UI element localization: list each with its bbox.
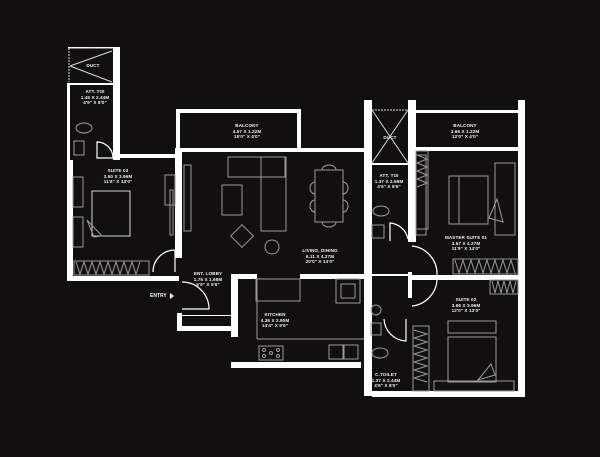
room-label-ent-lobby: ENT. LOBBY 1.75 X 1.68M 5'9" X 5'6" bbox=[194, 271, 223, 288]
walls bbox=[67, 47, 525, 397]
room-name: DUCT bbox=[86, 63, 100, 68]
room-label-suite-03: SUITE 03 3.50 X 3.96M 11'6" X 13'0" bbox=[104, 168, 133, 185]
room-metric: 4.36 X 2.90M bbox=[260, 317, 290, 323]
room-imperial: 4'9" X 8'0" bbox=[83, 100, 107, 106]
room-label-master-suite-01: MASTER SUITE 01 3.57 X 4.27M 11'9" X 14'… bbox=[445, 235, 487, 252]
room-imperial: 11'6" X 13'0" bbox=[103, 179, 133, 185]
room-name: DUCT bbox=[383, 135, 397, 140]
room-imperial: 11'9" X 14'0" bbox=[451, 246, 481, 252]
entry-label: ENTRY bbox=[150, 293, 167, 299]
room-imperial: 4'6" X 8'0" bbox=[374, 383, 398, 389]
room-metric: 6.11 X 4.27M bbox=[305, 253, 335, 259]
living-furniture bbox=[183, 156, 349, 255]
master-suite-furniture bbox=[415, 154, 519, 275]
kitchen-furniture bbox=[255, 278, 364, 361]
room-metric: 3.57 X 4.27M bbox=[451, 240, 481, 246]
room-label-att-toi-left: ATT. TOI 1.45 X 2.44M 4'9" X 8'0" bbox=[81, 89, 110, 106]
room-metric: 4.57 X 1.22M bbox=[232, 128, 262, 134]
room-imperial: 20'0" X 14'0" bbox=[305, 259, 335, 265]
master-wardrobe bbox=[415, 150, 429, 230]
room-metric: 1.75 X 1.68M bbox=[193, 276, 223, 282]
room-name: LIVING, DINING bbox=[302, 248, 338, 253]
arrow-right-icon bbox=[170, 293, 174, 299]
room-metric: 1.37 X 2.44M bbox=[371, 377, 401, 383]
doors bbox=[96, 141, 438, 342]
room-imperial: 15'0" X 4'0" bbox=[233, 134, 261, 140]
room-imperial: 14'4" X 9'6" bbox=[261, 323, 289, 329]
room-metric: 1.45 X 2.44M bbox=[80, 94, 110, 100]
room-metric: 3.50 X 3.96M bbox=[103, 173, 133, 179]
duct-left bbox=[68, 47, 113, 83]
room-imperial: 12'0" X 13'0" bbox=[451, 308, 481, 314]
room-label-balcony-right: BALCONY 3.66 X 1.22M 12'0" X 4'0" bbox=[451, 123, 480, 140]
duct-right bbox=[371, 109, 409, 164]
room-imperial: 4'6" X 8'6" bbox=[377, 184, 401, 190]
room-label-kitchen: KITCHEN 4.36 X 2.90M 14'4" X 9'6" bbox=[261, 312, 290, 329]
room-metric: 1.37 X 2.59M bbox=[374, 178, 404, 184]
room-label-att-toi-right: ATT. TOI 1.37 X 2.59M 4'6" X 8'6" bbox=[375, 173, 404, 190]
room-name: ENT. LOBBY bbox=[193, 271, 223, 276]
room-name: MASTER SUITE 01 bbox=[444, 235, 488, 240]
room-name: SUITE 02 bbox=[455, 297, 477, 302]
suite-03-furniture bbox=[72, 174, 176, 276]
room-metric: 3.66 X 3.96M bbox=[451, 302, 481, 308]
room-label-suite-02: SUITE 02 3.66 X 3.96M 12'0" X 13'0" bbox=[452, 297, 481, 314]
room-name: C.TOILET bbox=[375, 372, 397, 377]
room-label-living-dining: LIVING, DINING 6.11 X 4.27M 20'0" X 14'0… bbox=[302, 248, 337, 265]
room-label-c-toilet: C.TOILET 1.37 X 2.44M 4'6" X 8'0" bbox=[372, 372, 401, 389]
room-name: KITCHEN bbox=[264, 312, 286, 317]
room-name: SUITE 03 bbox=[107, 168, 129, 173]
room-name: ATT. TOI bbox=[85, 89, 105, 94]
room-metric: 3.66 X 1.22M bbox=[450, 128, 480, 134]
room-imperial: 12'0" X 4'0" bbox=[451, 134, 479, 140]
toilet-fixtures bbox=[73, 122, 390, 359]
room-label-duct-left: DUCT bbox=[86, 63, 99, 69]
room-name: BALCONY bbox=[453, 123, 477, 128]
room-label-duct-right: DUCT bbox=[383, 135, 396, 141]
room-name: BALCONY bbox=[235, 123, 259, 128]
room-name: ATT. TOI bbox=[379, 173, 399, 178]
suite-02-furniture bbox=[412, 279, 519, 392]
room-label-balcony-left: BALCONY 4.57 X 1.22M 15'0" X 4'0" bbox=[233, 123, 262, 140]
room-imperial: 5'9" X 5'6" bbox=[196, 282, 220, 288]
